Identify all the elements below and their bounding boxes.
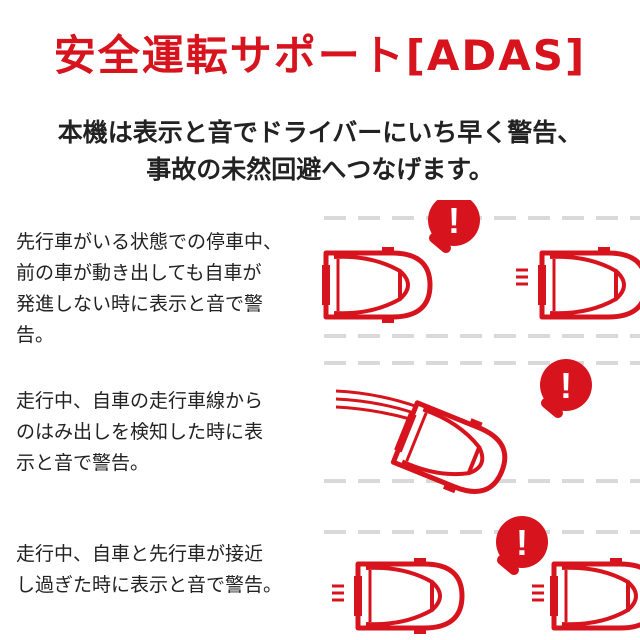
description-line: 走行中、自車と先行車が接近 <box>16 543 264 565</box>
exclamation-bubble-icon: ! <box>516 522 528 563</box>
collision-alert-bubble: ! <box>496 516 548 575</box>
departure-alert-bubble: ! <box>428 200 480 253</box>
motion-lines <box>516 268 528 286</box>
own-car-icon <box>354 558 465 634</box>
leading-car-icon <box>550 558 640 631</box>
collision-warning-illustration: ! <box>318 508 640 640</box>
description-line: し過ぎた時に表示と音で警告。 <box>16 574 283 596</box>
motion-lines <box>532 584 544 602</box>
section-collision-description: 走行中、自車と先行車が接近 し過ぎた時に表示と音で警告。 <box>16 539 316 601</box>
exclamation-bubble-icon: ! <box>448 200 460 241</box>
page-title: 安全運転サポート[ADAS] <box>53 31 587 80</box>
subtitle-line-1: 本機は表示と音でドライバーにいち早く警告、 <box>57 118 583 147</box>
subtitle-line-2: 事故の未然回避へつなげます。 <box>146 155 494 184</box>
lane-lines <box>324 216 640 338</box>
drifting-car-icon <box>390 400 508 494</box>
section-departure-description: 先行車がいる状態での停車中、 前の車が動き出しても自車が 発進しない時に表示と音… <box>16 227 316 351</box>
description-line: 示と音で警告。 <box>16 452 150 474</box>
swerve-motion-lines <box>335 389 419 421</box>
leading-car-icon <box>538 247 640 320</box>
lane-departure-alert-bubble: ! <box>540 359 592 418</box>
lane-departure-illustration: ! <box>318 355 640 505</box>
section-lane-departure-description: 走行中、自車の走行車線から のはみ出しを検知した時に表 示と音で警告。 <box>16 386 316 479</box>
description-line: 先行車がいる状態での停車中、 <box>16 231 283 253</box>
exclamation-bubble-icon: ! <box>560 365 572 406</box>
description-line: 走行中、自車の走行車線から <box>16 390 264 412</box>
departure-alert-illustration: ! <box>318 200 640 350</box>
description-line: 発進しない時に表示と音で警 <box>16 293 264 315</box>
description-line: 前の車が動き出しても自車が <box>16 262 262 284</box>
subtitle: 本機は表示と音でドライバーにいち早く警告、 事故の未然回避へつなげます。 <box>0 114 640 188</box>
motion-lines <box>332 584 344 602</box>
own-car-icon <box>322 247 433 323</box>
description-line: のはみ出しを検知した時に表 <box>16 421 264 443</box>
description-line: 告。 <box>16 324 55 346</box>
